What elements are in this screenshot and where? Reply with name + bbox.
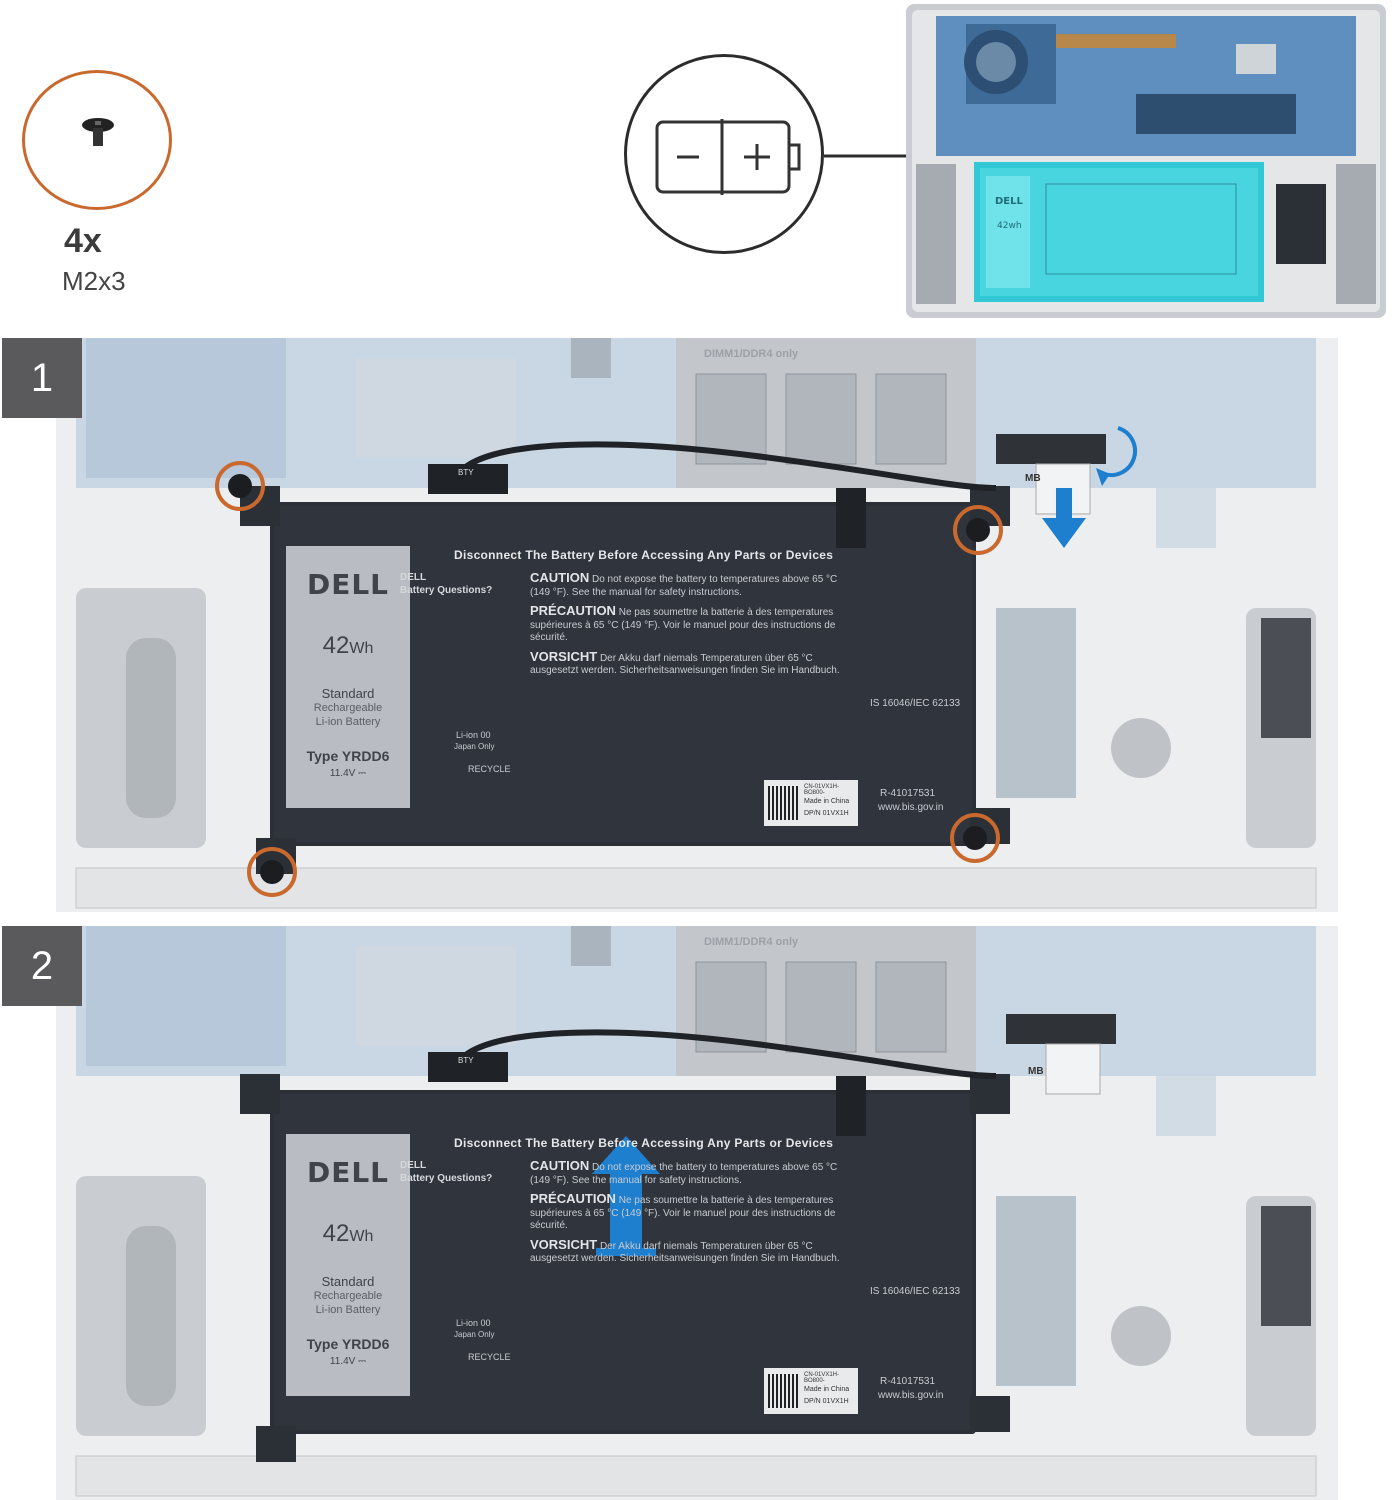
- step-2-dimm-label: DIMM1/DDR4 only: [704, 936, 799, 948]
- ssd-card: [1156, 1076, 1216, 1136]
- screw-3: [260, 860, 284, 884]
- screw-callout: [22, 70, 172, 210]
- step-1-dimm-label: DIMM1/DDR4 only: [704, 348, 799, 360]
- battery-brand-logo: DELL: [306, 1156, 390, 1189]
- rotate-arrow-icon: [1103, 426, 1138, 478]
- screw-1: [228, 474, 252, 498]
- step-2-connector-label: MB: [1028, 1066, 1044, 1077]
- battery-voltage: 11.4V ⎓: [329, 768, 367, 779]
- battery-cable-tag: [428, 1052, 508, 1082]
- battery-left-label: DELL 42Wh Standard Rechargeable Li-ion B…: [286, 546, 410, 808]
- connector-qr-sticker: [1045, 1043, 1101, 1095]
- battery-liion: Li-ion 00: [456, 730, 491, 740]
- battery-kind-line3: Li-ion Battery: [315, 716, 381, 728]
- battery-icon: [655, 119, 801, 195]
- battery-liion: Li-ion 00: [456, 1318, 491, 1328]
- screw-highlight-3: [247, 847, 297, 897]
- step-1-badge: 1: [2, 338, 82, 418]
- battery-registration: R-41017531: [880, 1376, 936, 1387]
- screw-type: M2x3: [62, 266, 126, 296]
- battery-standard: IS 16046/IEC 62133: [870, 1286, 961, 1297]
- battery-barcode-sticker: CN-01VX1H-BO800- Made in China DP/N 01VX…: [764, 1368, 858, 1414]
- battery-website: www.bis.gov.in: [878, 1390, 944, 1401]
- battery-website: www.bis.gov.in: [878, 802, 944, 813]
- battery-registration: R-41017531: [880, 788, 936, 799]
- io-flex-cable: [996, 608, 1076, 798]
- battery-recycle: RECYCLE: [468, 1352, 511, 1362]
- dimm-slot-2: [785, 961, 857, 1053]
- battery-japan: Japan Only: [454, 742, 495, 751]
- screw-icon: [82, 118, 114, 146]
- battery-connector: [1006, 1014, 1116, 1044]
- screw-highlight-4: [950, 813, 1000, 863]
- battery-questions: DELL Battery Questions?: [400, 1160, 493, 1184]
- battery-connector: [996, 434, 1106, 464]
- svg-text:42wh: 42wh: [997, 221, 1022, 231]
- step-1-connector-label: MB: [1025, 473, 1041, 484]
- battery-warning-banner: Disconnect The Battery Before Accessing …: [454, 548, 834, 562]
- arrow-up-icon: [592, 1136, 660, 1248]
- battery-standard: IS 16046/IEC 62133: [870, 698, 961, 709]
- step-2-illustration: [56, 926, 1338, 1500]
- chassis-rail: [75, 1455, 1317, 1497]
- qr-code-icon: [768, 1374, 800, 1408]
- step-2-battery-label: DELL 42Wh Standard Rechargeable Li-ion B…: [286, 1128, 966, 1428]
- battery-caution-block: CAUTION Do not expose the battery to tem…: [530, 570, 840, 676]
- wlan-card: [356, 358, 516, 458]
- battery-caution-block: CAUTION Do not expose the battery to tem…: [530, 1158, 840, 1264]
- battery-cable: [453, 441, 997, 491]
- battery-capacity: 42Wh: [322, 1220, 374, 1247]
- battery-type: Type YRDD6: [306, 1336, 390, 1352]
- battery-type: Type YRDD6: [306, 748, 390, 764]
- battery-callout: [624, 54, 824, 254]
- battery-kind-line2: Rechargeable: [313, 702, 383, 714]
- laptop-overview: DELL 42wh: [906, 4, 1386, 318]
- battery-kind-line1: Standard: [321, 686, 375, 701]
- battery-kind-line1: Standard: [321, 1274, 375, 1289]
- coin-cell: [1111, 718, 1171, 778]
- battery-questions: DELL Battery Questions?: [400, 572, 493, 596]
- battery-voltage: 11.4V ⎓: [329, 1356, 367, 1367]
- screw-2: [966, 518, 990, 542]
- svg-text:DELL: DELL: [995, 196, 1024, 207]
- step-2-cable-tag: BTY: [458, 1056, 474, 1065]
- dimm-slot-3: [875, 373, 947, 465]
- screw-highlight-2: [953, 505, 1003, 555]
- battery-warning-banner: Disconnect The Battery Before Accessing …: [454, 1136, 834, 1150]
- battery-barcode-sticker: CN-01VX1H-BO800- Made in China DP/N 01VX…: [764, 780, 858, 826]
- dimm-slot-3: [875, 961, 947, 1053]
- battery-capacity: 42Wh: [322, 632, 374, 659]
- battery-brand-logo: DELL: [306, 568, 390, 601]
- battery-kind-line3: Li-ion Battery: [315, 1304, 381, 1316]
- screw-highlight-1: [215, 461, 265, 511]
- ssd-card: [1156, 488, 1216, 548]
- step-1-panel: [56, 338, 1338, 912]
- battery-cable-tag: [428, 464, 508, 494]
- step-1-cable-tag: BTY: [458, 468, 474, 477]
- step-1-battery-label: DELL 42Wh Standard Rechargeable Li-ion B…: [286, 540, 966, 840]
- step-2-badge: 2: [2, 926, 82, 1006]
- battery-cable: [453, 1029, 997, 1079]
- step-2-panel: [56, 926, 1338, 1500]
- battery-recycle: RECYCLE: [468, 764, 511, 774]
- battery-japan: Japan Only: [454, 1330, 495, 1339]
- screw-4: [963, 826, 987, 850]
- step-1-illustration: [56, 338, 1338, 912]
- screw-quantity: 4x: [64, 222, 102, 260]
- battery-left-label: DELL 42Wh Standard Rechargeable Li-ion B…: [286, 1134, 410, 1396]
- battery-kind-line2: Rechargeable: [313, 1290, 383, 1302]
- arrow-down-icon: [1042, 488, 1086, 548]
- coin-cell: [1111, 1306, 1171, 1366]
- wlan-card: [356, 946, 516, 1046]
- io-flex-cable: [996, 1196, 1076, 1386]
- dimm-slot-2: [785, 373, 857, 465]
- qr-code-icon: [768, 786, 800, 820]
